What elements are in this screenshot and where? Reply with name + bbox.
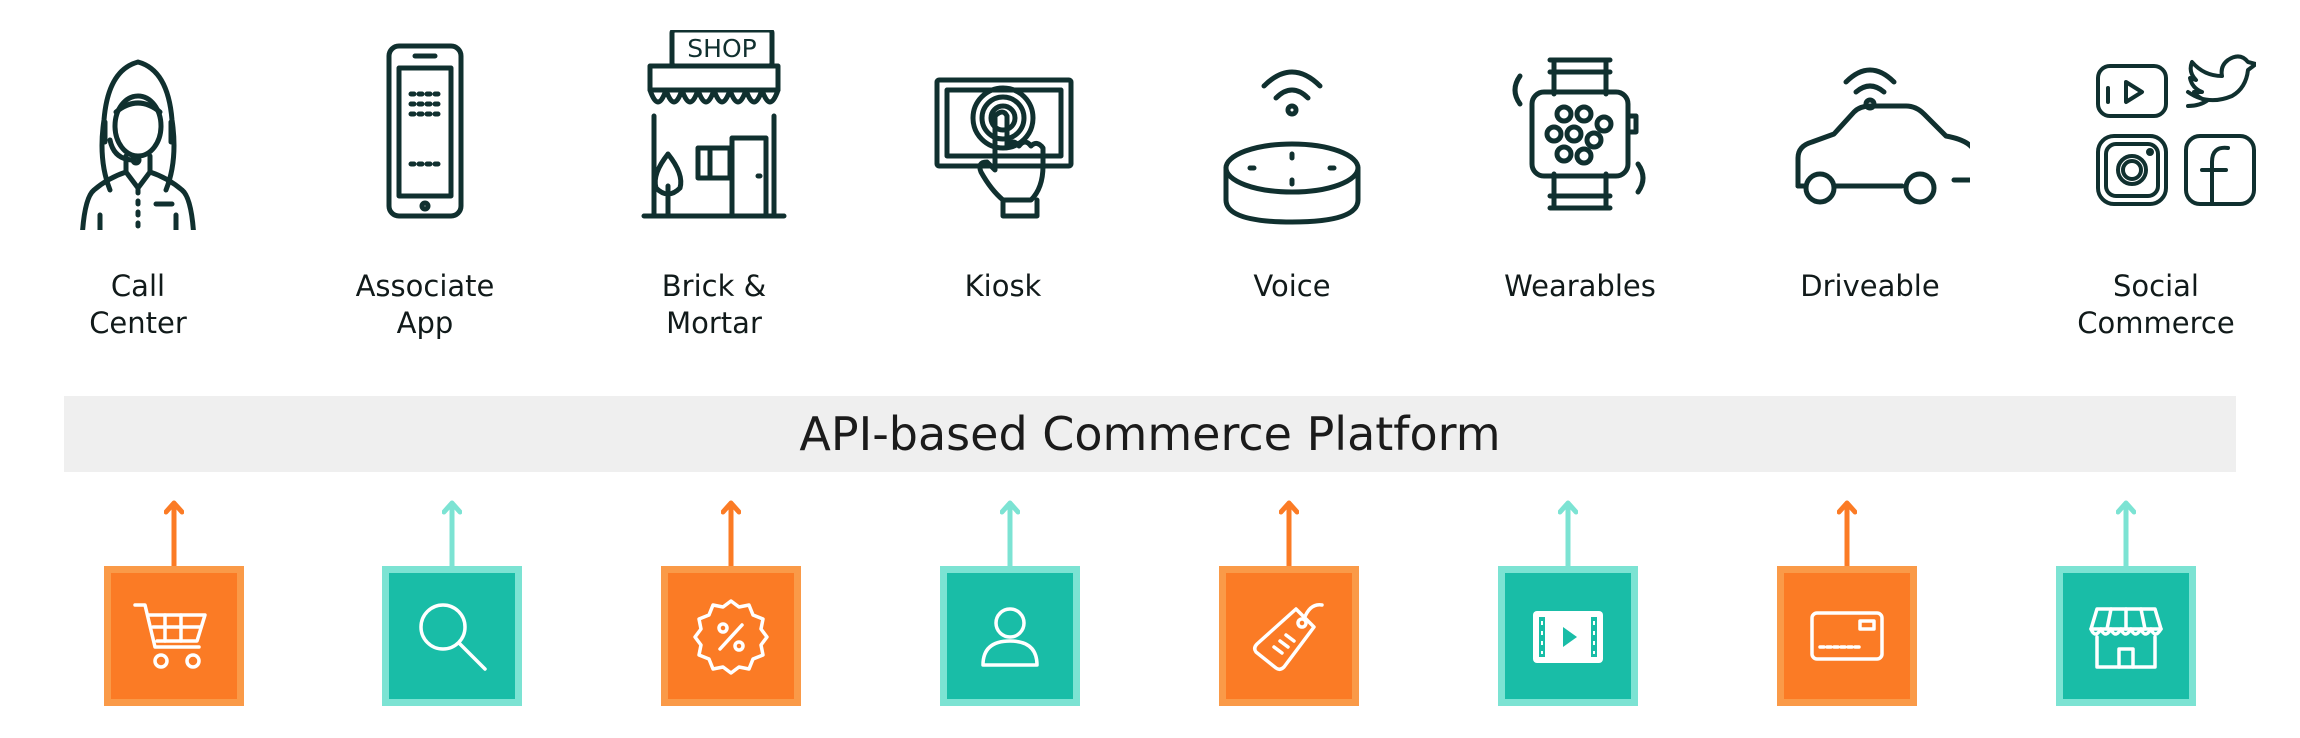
platform-banner: API-based Commerce Platform bbox=[64, 396, 2236, 472]
user-icon bbox=[981, 607, 1039, 667]
channel-social-commerce: Social Commerce bbox=[2036, 30, 2276, 342]
channel-wearables: Wearables bbox=[1460, 30, 1700, 305]
up-arrow-icon bbox=[721, 500, 741, 566]
channel-label: Associate App bbox=[355, 269, 495, 340]
channel-label: Brick & Mortar bbox=[661, 269, 767, 340]
up-arrow-icon bbox=[164, 500, 184, 566]
up-arrow-icon bbox=[1000, 500, 1020, 566]
call-center-icon bbox=[80, 59, 196, 230]
service-search bbox=[382, 500, 522, 708]
channel-label: Wearables bbox=[1504, 269, 1656, 303]
service-box bbox=[2056, 566, 2196, 706]
up-arrow-icon bbox=[2116, 500, 2136, 566]
mobile-phone-icon bbox=[386, 43, 464, 219]
up-arrow-icon bbox=[1558, 500, 1578, 566]
channel-label: Kiosk bbox=[964, 269, 1042, 303]
service-price-tag bbox=[1219, 500, 1359, 708]
service-box bbox=[940, 566, 1080, 706]
channel-kiosk: Kiosk bbox=[883, 30, 1123, 305]
social-media-icon bbox=[2096, 54, 2256, 206]
price-tag-icon bbox=[1252, 603, 1324, 672]
up-arrow-icon bbox=[1279, 500, 1299, 566]
channel-label: Driveable bbox=[1800, 269, 1940, 303]
channel-label: Call Center bbox=[89, 269, 187, 340]
search-icon bbox=[419, 603, 487, 671]
service-cart bbox=[104, 500, 244, 708]
service-box bbox=[661, 566, 801, 706]
channel-label: Voice bbox=[1253, 269, 1331, 303]
service-payment bbox=[1777, 500, 1917, 708]
video-play-icon bbox=[1533, 611, 1603, 663]
channel-call-center: Call Center bbox=[18, 30, 258, 342]
smartwatch-icon bbox=[1512, 57, 1646, 211]
discount-badge-icon bbox=[693, 599, 769, 675]
service-discount bbox=[661, 500, 801, 708]
channel-associate-app: Associate App bbox=[305, 30, 545, 342]
up-arrow-icon bbox=[1837, 500, 1857, 566]
service-user bbox=[940, 500, 1080, 708]
channel-voice: Voice bbox=[1172, 30, 1412, 305]
shopping-cart-icon bbox=[133, 603, 207, 669]
channel-brick-mortar: SHOP Brick & Mortar bbox=[594, 30, 834, 342]
storefront-icon bbox=[2089, 607, 2163, 669]
service-storefront bbox=[2056, 500, 2196, 708]
service-box bbox=[1219, 566, 1359, 706]
connected-car-icon bbox=[1795, 67, 1970, 205]
channel-driveable: Driveable bbox=[1750, 30, 1990, 305]
smart-speaker-icon bbox=[1223, 69, 1361, 225]
service-box bbox=[1777, 566, 1917, 706]
channel-label: Social Commerce bbox=[2077, 269, 2235, 340]
shop-sign-text: SHOP bbox=[687, 34, 756, 63]
service-box bbox=[104, 566, 244, 706]
credit-card-icon bbox=[1810, 611, 1884, 661]
service-box bbox=[1498, 566, 1638, 706]
kiosk-touch-icon bbox=[934, 77, 1074, 219]
platform-title: API-based Commerce Platform bbox=[799, 407, 1501, 461]
shop-icon: SHOP bbox=[641, 30, 787, 219]
up-arrow-icon bbox=[442, 500, 462, 566]
service-box bbox=[382, 566, 522, 706]
service-video bbox=[1498, 500, 1638, 708]
